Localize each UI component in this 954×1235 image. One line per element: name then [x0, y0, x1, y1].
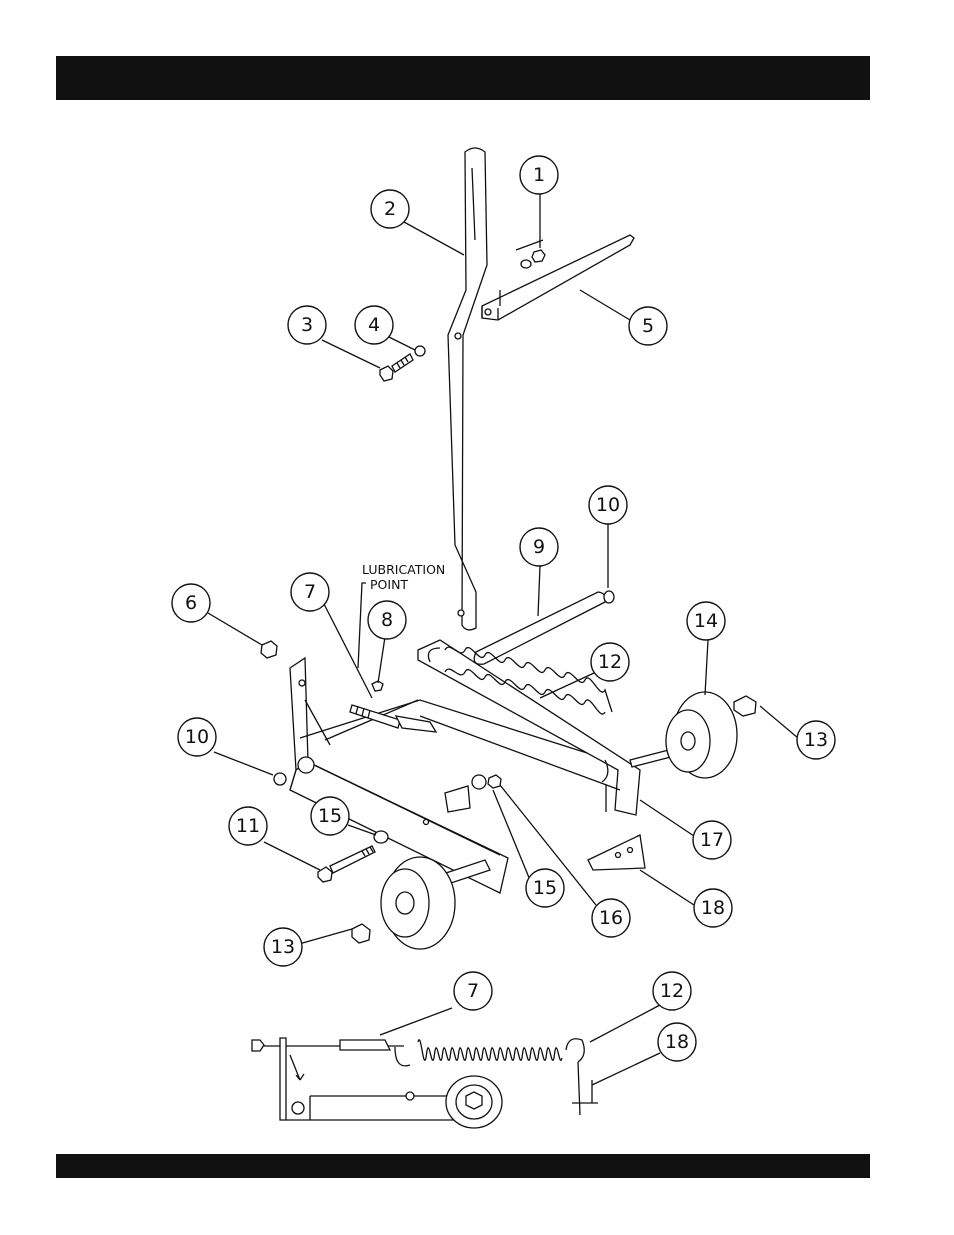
wheel-left	[352, 857, 490, 949]
callout-10-b: 10	[178, 718, 216, 756]
callout-5: 5	[629, 307, 667, 345]
svg-text:4: 4	[368, 314, 380, 336]
svg-text:17: 17	[700, 829, 724, 851]
bolt-part-11	[318, 846, 375, 882]
callout-7-inset: 7	[454, 972, 492, 1010]
svg-text:12: 12	[660, 980, 684, 1002]
callout-1: 1	[520, 156, 558, 194]
callout-2: 2	[371, 190, 409, 228]
callout-10: 10	[589, 486, 627, 524]
bolt-washer-part-3-4	[380, 346, 425, 381]
svg-text:14: 14	[694, 610, 718, 632]
svg-text:7: 7	[467, 980, 479, 1002]
svg-text:13: 13	[271, 936, 295, 958]
svg-text:13: 13	[804, 729, 828, 751]
svg-text:10: 10	[185, 726, 209, 748]
callout-12: 12	[591, 643, 629, 681]
svg-text:9: 9	[533, 536, 545, 558]
callout-18: 18	[694, 889, 732, 927]
callout-13: 13	[797, 721, 835, 759]
callout-12-inset: 12	[653, 972, 691, 1010]
callout-13-b: 13	[264, 928, 302, 966]
callout-14: 14	[687, 602, 725, 640]
callout-4: 4	[355, 306, 393, 344]
svg-text:10: 10	[596, 494, 620, 516]
callout-15: 15	[311, 797, 349, 835]
svg-text:11: 11	[236, 815, 260, 837]
svg-text:18: 18	[701, 897, 725, 919]
svg-text:5: 5	[642, 315, 654, 337]
svg-text:2: 2	[384, 198, 396, 220]
svg-text:15: 15	[318, 805, 342, 827]
svg-text:16: 16	[599, 907, 623, 929]
svg-text:8: 8	[381, 609, 393, 631]
callout-9: 9	[520, 528, 558, 566]
svg-text:3: 3	[301, 314, 313, 336]
callout-11: 11	[229, 807, 267, 845]
note-line-1: LUBRICATION	[362, 562, 445, 577]
callout-3: 3	[288, 306, 326, 344]
svg-text:18: 18	[665, 1031, 689, 1053]
callout-16: 16	[592, 899, 630, 937]
callout-6: 6	[172, 584, 210, 622]
arm-part	[482, 235, 634, 320]
svg-text:6: 6	[185, 592, 197, 614]
callout-15-b: 15	[526, 869, 564, 907]
note-line-2: POINT	[370, 577, 408, 592]
nut-washer-part-1	[521, 250, 545, 268]
handle-part	[448, 148, 487, 630]
svg-text:7: 7	[304, 581, 316, 603]
callout-18-inset: 18	[658, 1023, 696, 1061]
wheel-right	[630, 692, 756, 778]
inset-side-view	[252, 1005, 660, 1128]
bracket-part-18	[588, 835, 645, 870]
callout-17: 17	[693, 821, 731, 859]
svg-text:1: 1	[533, 164, 545, 186]
svg-text:15: 15	[533, 877, 557, 899]
callout-8: 8	[368, 601, 406, 639]
svg-text:12: 12	[598, 651, 622, 673]
callout-7: 7	[291, 573, 329, 611]
